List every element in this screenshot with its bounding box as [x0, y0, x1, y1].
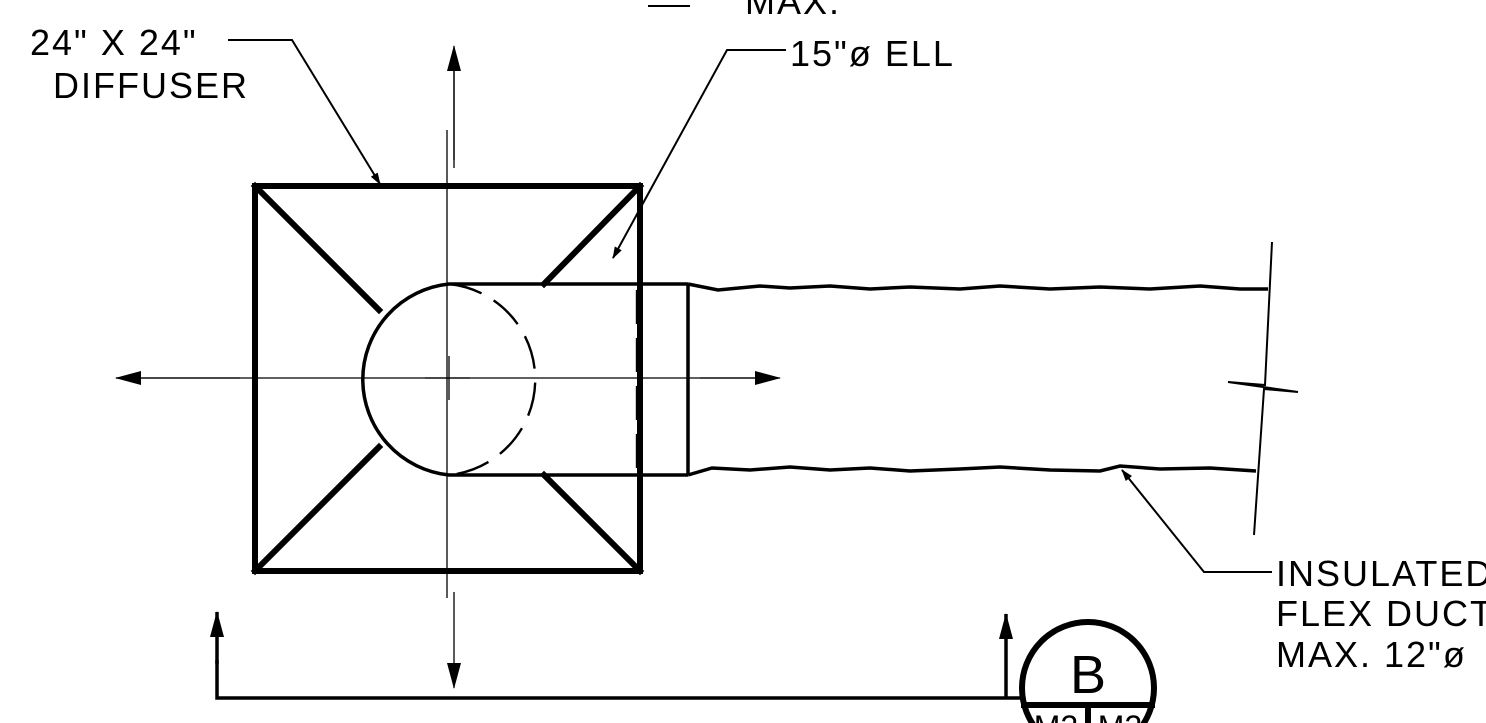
- flex-label-line2: FLEX DUCT: [1276, 593, 1486, 634]
- ell-leader: [612, 49, 786, 259]
- diffuser-diagonal-bl: [250, 442, 384, 576]
- flex-duct-top: [687, 282, 1268, 292]
- flex-label-line1: INSULATED: [1276, 553, 1486, 594]
- section-marker-circle: [1019, 619, 1157, 723]
- flex-label-line3: MAX. 12"ø: [1276, 634, 1467, 675]
- ell-hidden-arc: [448, 282, 537, 477]
- diffuser-diagonal-tr: [539, 181, 645, 289]
- flex-duct-bottom: [687, 464, 1257, 477]
- diffuser-label-line1: 24" X 24": [30, 22, 198, 63]
- section-cut-line: [215, 660, 1020, 700]
- top-cut-text: MAX.: [745, 0, 841, 22]
- ell-label: 15"ø ELL: [790, 33, 955, 74]
- ell-outline: [361, 282, 688, 477]
- diffuser-label-line2: DIFFUSER: [53, 65, 249, 106]
- flex-duct-break-line: [1227, 241, 1299, 536]
- diffuser-diagonal-br: [539, 470, 645, 576]
- section-sheet-left: M2: [1034, 709, 1078, 723]
- diffuser-leader: [228, 39, 381, 185]
- diffuser-diagonal-tl: [250, 181, 384, 315]
- section-marker: B M2 M2: [1019, 619, 1157, 723]
- flex-leader: [1121, 469, 1272, 573]
- section-letter: B: [1070, 645, 1106, 705]
- section-sheet-right: M2: [1098, 709, 1142, 723]
